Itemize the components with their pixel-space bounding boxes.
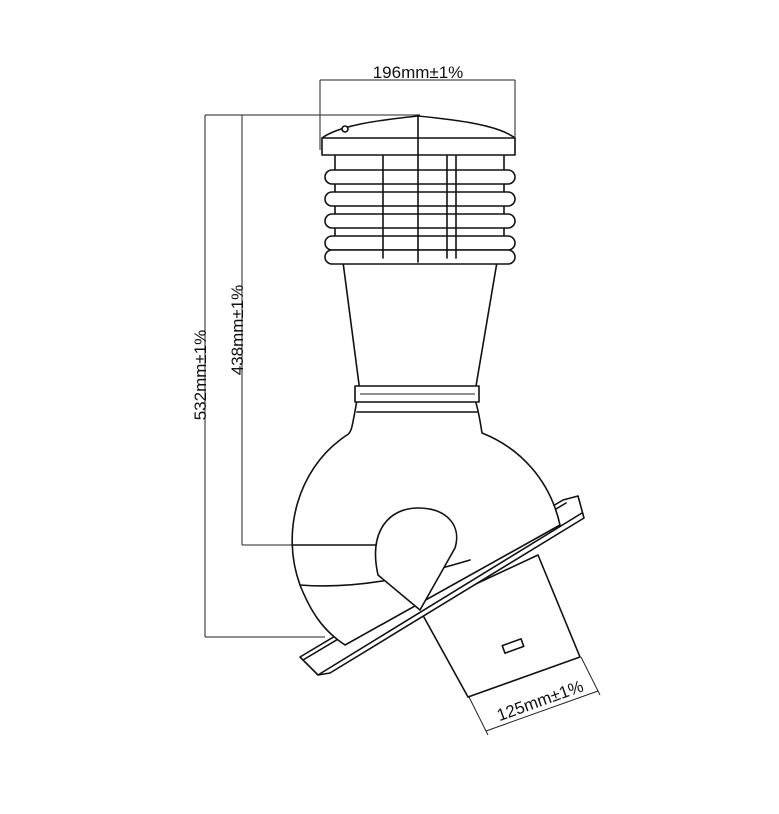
ball-joint xyxy=(291,399,561,646)
dimension-lines xyxy=(204,79,601,736)
upper-height-label: 438mm±1% xyxy=(228,285,247,376)
top-width-label: 196mm±1% xyxy=(373,63,464,82)
pipe-diameter-label: 125mm±1% xyxy=(494,677,586,725)
deflector-cap xyxy=(321,114,516,265)
total-height-label: 532mm±1% xyxy=(191,330,210,421)
upper-pipe xyxy=(342,261,498,403)
lower-pipe xyxy=(419,554,581,698)
